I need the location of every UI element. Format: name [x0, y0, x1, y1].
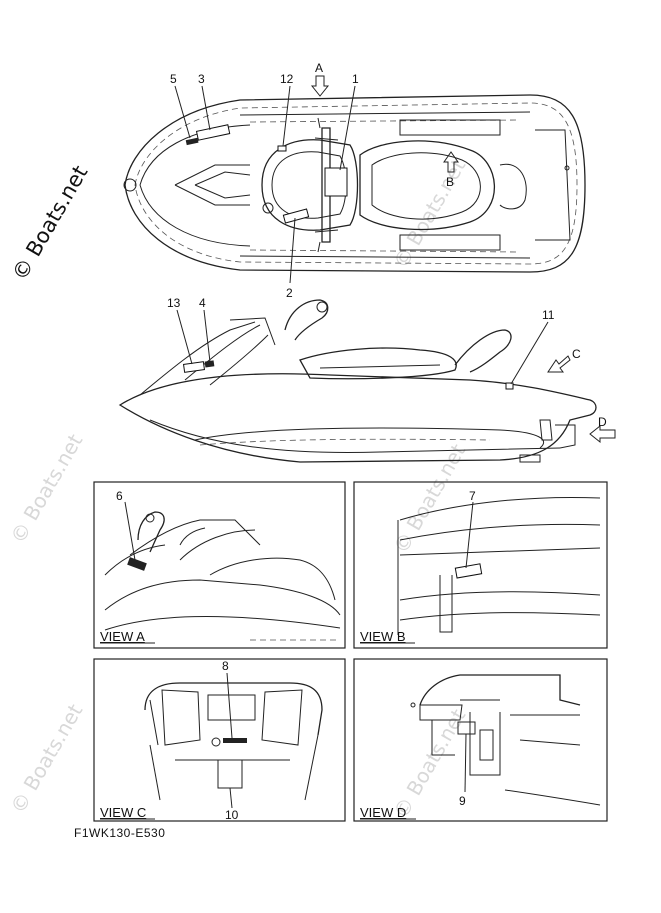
view-arrow-a-icon [310, 75, 330, 97]
callout-9: 9 [459, 794, 466, 808]
view-b-panel [353, 481, 608, 649]
view-a-panel [93, 481, 346, 649]
callout-1: 1 [352, 72, 359, 86]
view-d-caption: VIEW D [360, 805, 406, 820]
view-arrow-c-icon [547, 355, 571, 373]
callout-5: 5 [170, 72, 177, 86]
callout-8: 8 [222, 659, 229, 673]
top-view-watercraft [123, 94, 586, 273]
view-b-caption: VIEW B [360, 629, 406, 644]
view-arrow-c-letter: C [572, 347, 581, 361]
callout-11: 11 [542, 308, 555, 322]
side-view-callouts: 13 4 11 C D [167, 296, 616, 444]
view-d-drawing [410, 674, 601, 806]
callout-10: 10 [225, 808, 239, 822]
callout-2: 2 [286, 286, 293, 300]
view-c-panel [93, 658, 346, 822]
view-arrow-a-letter: A [315, 61, 323, 75]
view-c-drawing [144, 682, 323, 801]
top-view-callouts: 5 3 12 1 2 A B [170, 61, 459, 300]
view-a-caption: VIEW A [100, 629, 145, 644]
view-arrow-d-letter: D [598, 415, 607, 429]
side-view-watercraft [118, 299, 597, 463]
callout-3: 3 [198, 72, 205, 86]
view-d-panel [353, 658, 608, 822]
watermark-faint-3: © Boats.net [6, 700, 88, 818]
callout-4: 4 [199, 296, 206, 310]
watermark-faint-1: © Boats.net [6, 430, 88, 548]
view-arrow-b-icon [443, 151, 459, 173]
callout-12: 12 [280, 72, 294, 86]
view-arrow-b-letter: B [446, 175, 454, 189]
part-code: F1WK130-E530 [74, 826, 166, 840]
callout-13: 13 [167, 296, 181, 310]
callout-7: 7 [469, 489, 476, 503]
view-arrow-d-icon [589, 424, 616, 444]
view-c-caption: VIEW C [100, 805, 146, 820]
watermark-main: © Boats.net [8, 162, 93, 285]
view-b-drawing [397, 496, 601, 635]
watermark-faint-group: © Boats.net © Boats.net © Boats.net © Bo… [6, 155, 471, 823]
callout-6: 6 [116, 489, 123, 503]
view-a-drawing [104, 511, 341, 641]
